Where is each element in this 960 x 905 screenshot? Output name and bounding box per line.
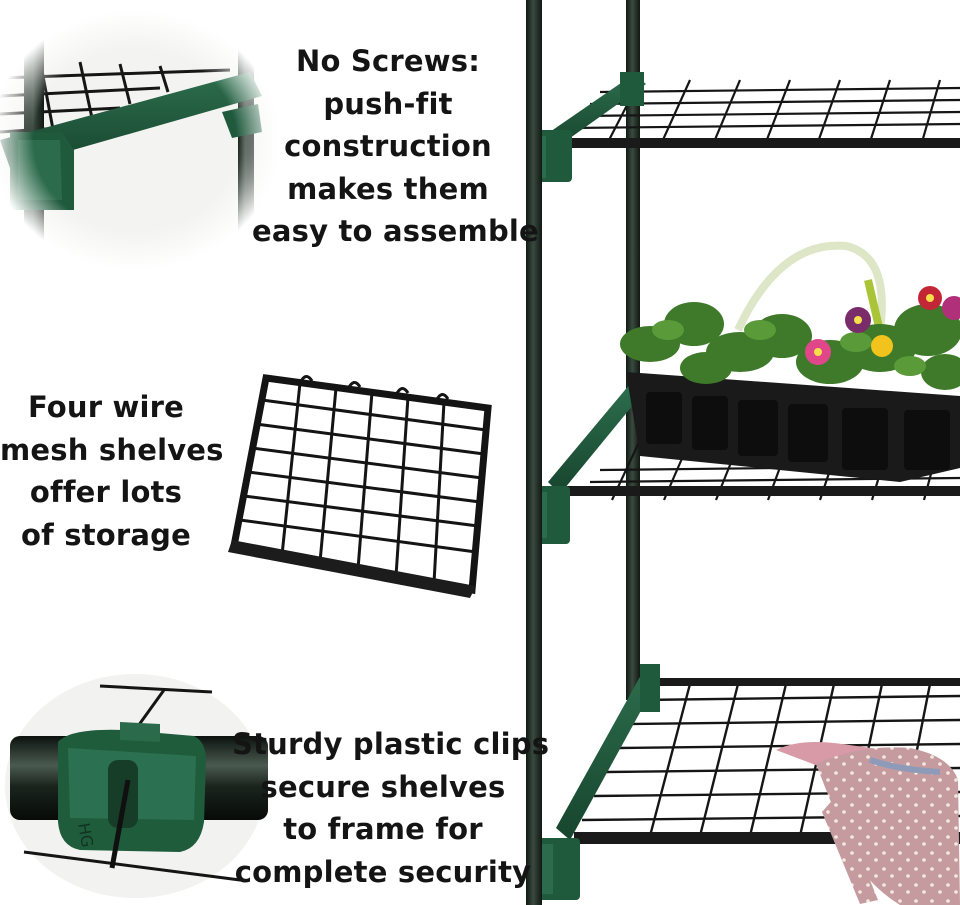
caption-line: No Screws: [296,44,480,78]
shelf-top [528,72,960,182]
feature-caption-no-screws: No Screws: push-fit construction makes t… [252,40,539,253]
feature-caption-mesh-shelves: Four wire mesh shelves offer lots of sto… [0,386,224,556]
caption-line: construction [284,129,492,163]
caption-line: mesh shelves [0,432,224,467]
shelf-bottom [534,664,960,900]
corner-bracket-inset [0,10,280,270]
caption-line: Four wire [27,390,185,424]
gardening-gloves [776,742,960,905]
plastic-clip-inset: HG [5,674,268,898]
wire-mesh-inset [228,374,492,598]
caption-line: of storage [21,517,191,552]
greenhouse-shelving-unit [526,0,960,905]
clip-stamp: HG [74,821,97,848]
caption-line: offer lots [29,475,183,509]
caption-line: to frame for [283,812,483,846]
seedling-tray [620,241,960,482]
feature-caption-plastic-clips: Sturdy plastic clips secure shelves to f… [232,723,550,893]
caption-line: push-fit [323,86,453,121]
caption-line: secure shelves [260,769,506,804]
caption-line: Sturdy plastic clips [232,727,550,761]
caption-line: complete security [234,854,532,889]
caption-line: makes them [287,171,489,206]
caption-line: easy to assemble [252,214,539,248]
